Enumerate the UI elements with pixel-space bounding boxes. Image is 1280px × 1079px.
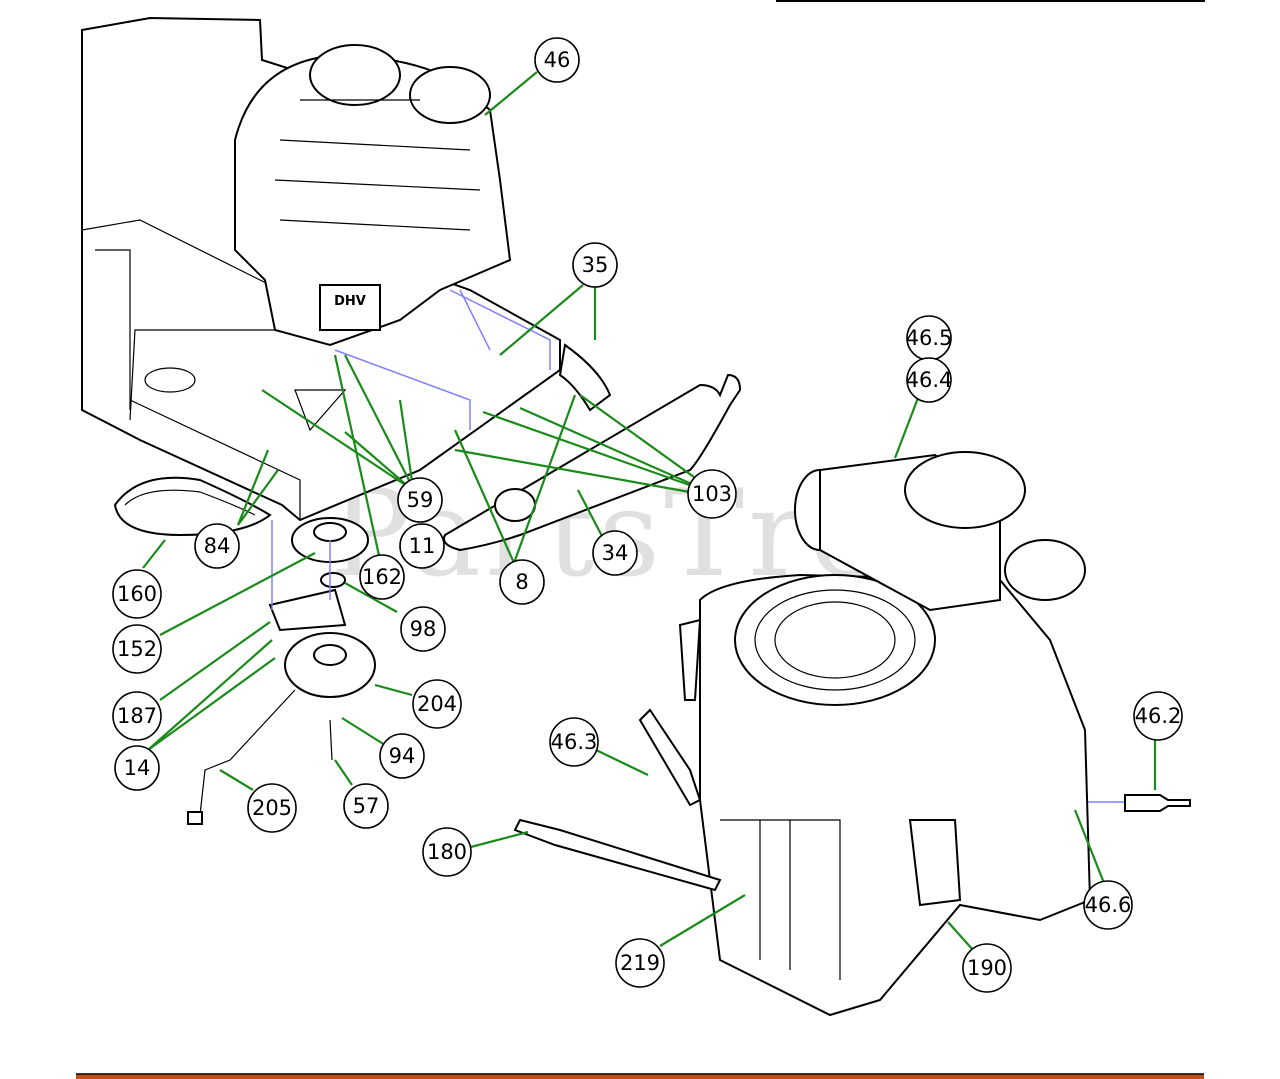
svg-text:14: 14 [124, 756, 151, 780]
svg-text:84: 84 [204, 534, 231, 558]
svg-text:46: 46 [544, 48, 571, 72]
svg-text:152: 152 [117, 637, 157, 661]
callout-11: 11 [399, 523, 445, 569]
callout-98: 98 [400, 606, 446, 652]
callout-152: 152 [112, 624, 162, 674]
callout-219: 219 [615, 938, 665, 988]
callout-160: 160 [112, 569, 162, 619]
svg-text:8: 8 [515, 570, 528, 594]
callout-103: 103 [687, 469, 737, 519]
callout-46-6: 46.6 [1083, 880, 1133, 930]
svg-text:11: 11 [409, 534, 436, 558]
callout-84: 84 [194, 523, 240, 569]
footer-bar [76, 1074, 1204, 1079]
svg-text:46.3: 46.3 [551, 730, 598, 754]
callout-14: 14 [114, 745, 160, 791]
assembly-guides [271, 289, 1130, 803]
callout-94: 94 [379, 733, 425, 779]
callout-34: 34 [592, 530, 638, 576]
svg-text:57: 57 [353, 794, 380, 818]
callout-46-4: 46.4 [906, 357, 953, 403]
svg-text:46.4: 46.4 [906, 368, 953, 392]
svg-text:219: 219 [620, 951, 660, 975]
svg-text:34: 34 [602, 541, 629, 565]
svg-text:187: 187 [117, 704, 157, 728]
engine-badge: DHV [334, 294, 366, 309]
svg-text:190: 190 [967, 956, 1007, 980]
svg-text:204: 204 [417, 692, 457, 716]
callout-46-2: 46.2 [1133, 691, 1183, 741]
callout-35: 35 [572, 242, 618, 288]
svg-text:205: 205 [252, 796, 292, 820]
callout-162: 162 [359, 554, 405, 600]
callout-59: 59 [397, 477, 443, 523]
callout-187: 187 [112, 691, 162, 741]
svg-text:103: 103 [692, 482, 732, 506]
svg-text:162: 162 [362, 565, 402, 589]
callout-46-5: 46.5 [906, 315, 953, 361]
svg-text:46.5: 46.5 [906, 326, 953, 350]
callout-180: 180 [422, 827, 472, 877]
callout-8: 8 [499, 559, 545, 605]
muffler [443, 343, 742, 552]
svg-text:98: 98 [410, 617, 437, 641]
engine-right [513, 451, 1191, 1017]
callout-46-3: 46.3 [549, 717, 599, 767]
svg-text:180: 180 [427, 840, 467, 864]
leader-lines [142, 71, 1157, 951]
callout-57: 57 [343, 783, 389, 829]
svg-text:59: 59 [407, 488, 434, 512]
clutch-assembly [187, 517, 376, 825]
svg-text:46.6: 46.6 [1085, 893, 1132, 917]
callout-46: 46 [534, 37, 580, 83]
callout-190: 190 [962, 943, 1012, 993]
callout-205: 205 [247, 783, 297, 833]
callout-204: 204 [412, 679, 462, 729]
svg-text:160: 160 [117, 582, 157, 606]
svg-text:94: 94 [389, 744, 416, 768]
svg-text:35: 35 [582, 253, 609, 277]
engine-top-left: DHV [234, 44, 512, 347]
svg-text:46.2: 46.2 [1135, 704, 1182, 728]
